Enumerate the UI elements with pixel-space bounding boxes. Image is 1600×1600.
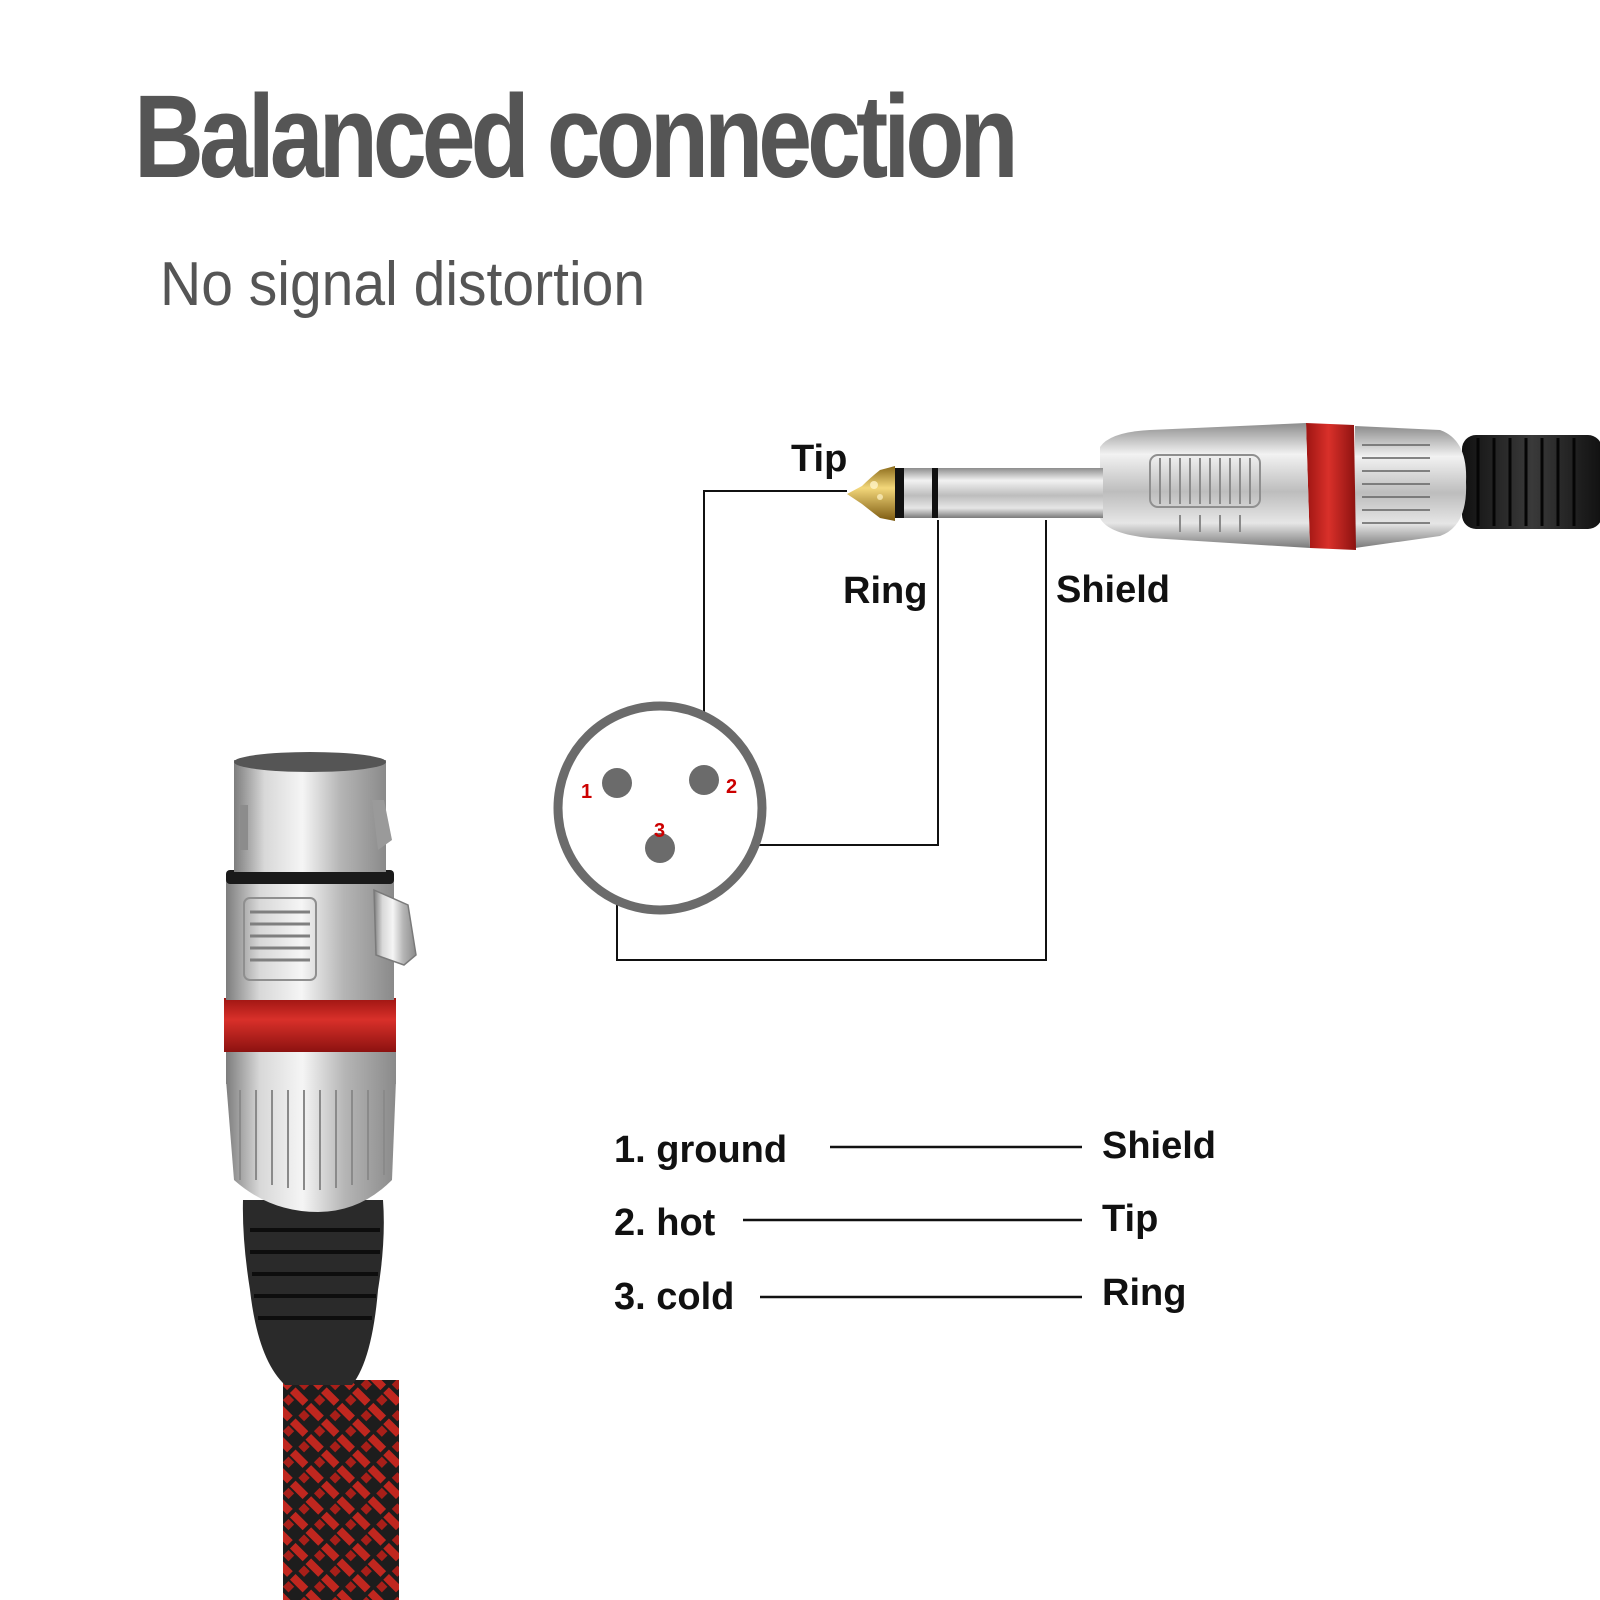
page-title: Balanced connection [134, 71, 1019, 203]
xlr-female-connector-image [224, 752, 417, 1600]
xlr-pin-3 [645, 833, 675, 863]
mapping-pin-3: 3. cold [614, 1276, 735, 1318]
xlr-pin-3-number: 3 [654, 820, 666, 842]
mapping-pin-1: 1. ground [614, 1129, 788, 1171]
xlr-pin-1 [602, 768, 632, 798]
trs-tip-label: Tip [791, 438, 848, 480]
page-subtitle: No signal distortion [160, 250, 646, 319]
mapping-contact-1: Shield [1102, 1125, 1217, 1167]
mapping-contact-3: Ring [1102, 1272, 1187, 1314]
mapping-contact-2: Tip [1102, 1198, 1159, 1240]
xlr-pinout-diagram [553, 701, 767, 915]
xlr-pin-2 [689, 765, 719, 795]
xlr-pin-1-number: 1 [581, 781, 593, 803]
mapping-lines [743, 1145, 1082, 1299]
trs-plug-image [847, 423, 1600, 550]
trs-shield-label: Shield [1056, 569, 1171, 611]
xlr-pin-2-number: 2 [726, 776, 738, 798]
trs-ring-label: Ring [843, 570, 928, 612]
mapping-pin-2: 2. hot [614, 1202, 716, 1244]
